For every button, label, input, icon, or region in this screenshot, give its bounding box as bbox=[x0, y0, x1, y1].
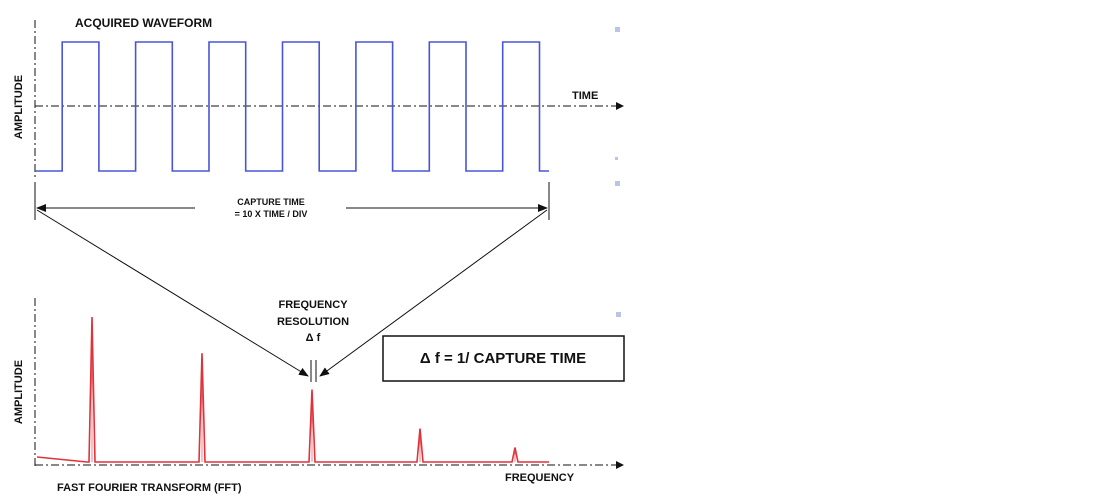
formula-box bbox=[382, 335, 625, 382]
edge-markers bbox=[615, 27, 621, 317]
formula-text: Δ f = 1/ CAPTURE TIME bbox=[420, 350, 586, 367]
fft-spectrum-trace bbox=[36, 316, 549, 463]
freq-resolution-label-1: FREQUENCY bbox=[278, 299, 348, 311]
fft-y-axis-label: AMPLITUDE bbox=[13, 360, 25, 424]
frequency-axis-arrow bbox=[616, 461, 624, 469]
edge-marker bbox=[615, 181, 620, 186]
capture-time-label: CAPTURE TIME bbox=[237, 197, 305, 207]
freq-resolution-label-2: RESOLUTION bbox=[277, 316, 349, 328]
time-axis-label: TIME bbox=[572, 90, 598, 102]
fft-peaks bbox=[91, 317, 516, 462]
diagonal-arrow-left bbox=[36, 209, 309, 377]
frequency-axis-label: FREQUENCY bbox=[505, 472, 575, 484]
square-wave-trace bbox=[35, 41, 549, 172]
top-y-axis-label: AMPLITUDE bbox=[13, 75, 25, 139]
edge-marker bbox=[616, 312, 621, 317]
freq-resolution-label-3: Δ f bbox=[306, 332, 321, 344]
time-axis-arrow bbox=[616, 102, 624, 110]
diagonal-arrow-right bbox=[319, 209, 548, 377]
acquired-waveform-panel: ACQUIRED WAVEFORM AMPLITUDE TIME bbox=[13, 16, 624, 180]
top-title: ACQUIRED WAVEFORM bbox=[75, 16, 212, 30]
capture-time-dimension: CAPTURE TIME = 10 X TIME / DIV bbox=[34, 182, 550, 377]
fft-panel: AMPLITUDE FREQUENCY FAST FOURIER TRANSFO… bbox=[13, 298, 624, 494]
fft-title: FAST FOURIER TRANSFORM (FFT) bbox=[57, 482, 242, 494]
edge-marker bbox=[615, 157, 618, 160]
edge-marker bbox=[615, 27, 620, 32]
frequency-resolution-callout: FREQUENCY RESOLUTION Δ f Δ f = 1/ CAPTUR… bbox=[277, 299, 625, 382]
capture-time-formula: = 10 X TIME / DIV bbox=[235, 209, 308, 219]
